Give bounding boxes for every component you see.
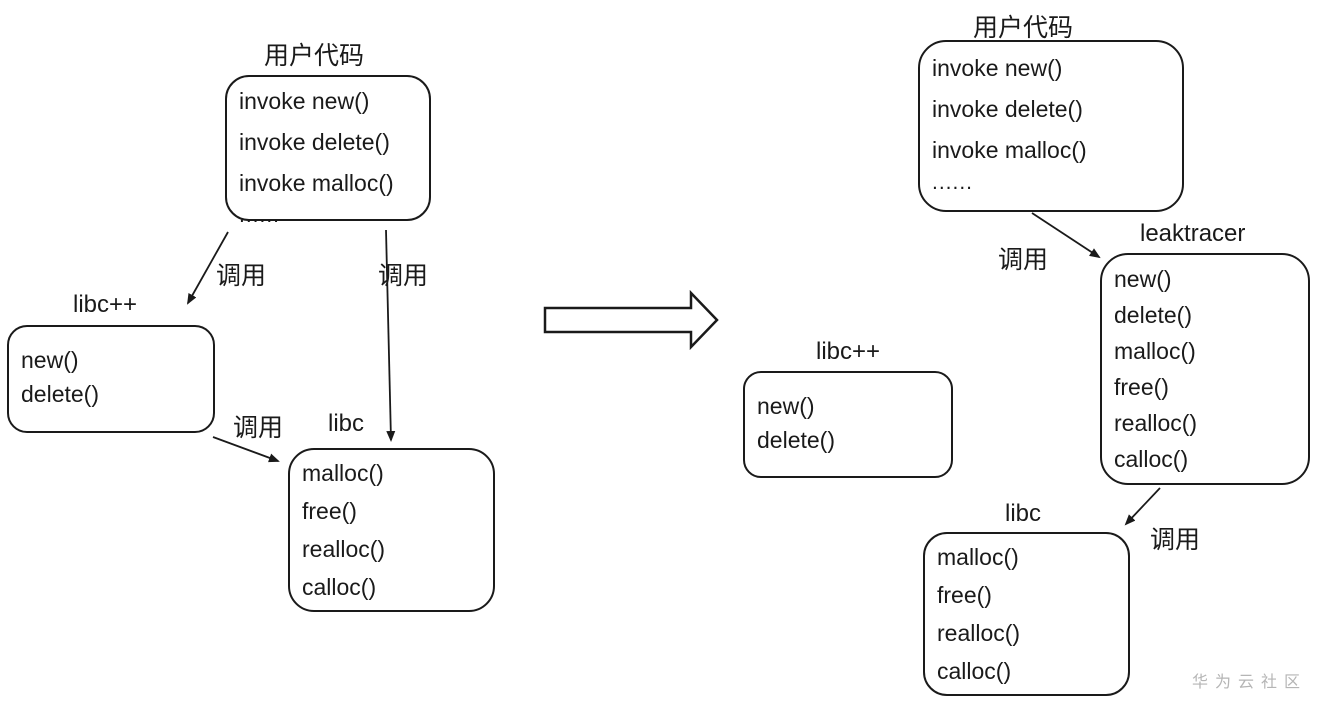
left-libc-title: libc xyxy=(328,410,365,437)
box-item: invoke malloc() xyxy=(932,137,1087,163)
right-call-label-1: 调用 xyxy=(998,246,1049,274)
box-item: malloc() xyxy=(937,544,1019,570)
arrow-right-leaktracer-to-libc xyxy=(1124,487,1161,526)
box-item: ...... xyxy=(239,204,281,227)
right-libc-box: malloc() free() realloc() calloc() xyxy=(923,532,1130,696)
box-item: free() xyxy=(1114,374,1169,400)
left-libcpp-box: new() delete() xyxy=(7,325,215,433)
box-item: calloc() xyxy=(1114,446,1189,472)
box-item: realloc() xyxy=(1114,410,1198,436)
box-item: delete() xyxy=(757,427,835,453)
left-call-label-2: 调用 xyxy=(378,262,429,290)
box-item: delete() xyxy=(21,381,99,407)
left-user-code-title: 用户代码 xyxy=(264,42,365,70)
left-call-label-1: 调用 xyxy=(216,262,267,290)
box-item: invoke malloc() xyxy=(239,170,394,196)
box-item: invoke delete() xyxy=(239,129,390,155)
box-item: malloc() xyxy=(302,460,384,486)
watermark-text: 华为云社区 xyxy=(1192,674,1308,691)
left-libcpp-title: libc++ xyxy=(73,291,138,318)
box-item: new() xyxy=(21,347,79,373)
right-libc-title: libc xyxy=(1005,500,1042,527)
right-libcpp-title: libc++ xyxy=(816,338,881,365)
left-call-label-3: 调用 xyxy=(233,414,284,442)
box-item: new() xyxy=(757,393,815,419)
box-item: realloc() xyxy=(302,536,386,562)
box-item: free() xyxy=(302,498,357,524)
big-transform-arrow xyxy=(543,289,719,351)
right-libcpp-box: new() delete() xyxy=(743,371,953,478)
right-user-code-title: 用户代码 xyxy=(973,14,1074,42)
box-item: malloc() xyxy=(1114,338,1196,364)
box-item: invoke new() xyxy=(932,55,1063,81)
box-item: invoke new() xyxy=(239,88,370,114)
box-item: ...... xyxy=(932,171,974,194)
box-item: invoke delete() xyxy=(932,96,1083,122)
leaktracer-box: new() delete() malloc() free() realloc()… xyxy=(1100,253,1310,485)
box-item: delete() xyxy=(1114,302,1192,328)
left-user-code-box: invoke new() invoke delete() invoke mall… xyxy=(225,75,431,227)
box-item: free() xyxy=(937,582,992,608)
leaktracer-title: leaktracer xyxy=(1140,220,1246,247)
box-item: calloc() xyxy=(302,574,377,600)
right-user-code-box: invoke new() invoke delete() invoke mall… xyxy=(918,40,1184,212)
box-item: realloc() xyxy=(937,620,1021,646)
box-item: new() xyxy=(1114,266,1172,292)
left-libc-box: malloc() free() realloc() calloc() xyxy=(288,448,495,612)
box-item: calloc() xyxy=(937,658,1012,684)
right-call-label-2: 调用 xyxy=(1150,526,1201,554)
